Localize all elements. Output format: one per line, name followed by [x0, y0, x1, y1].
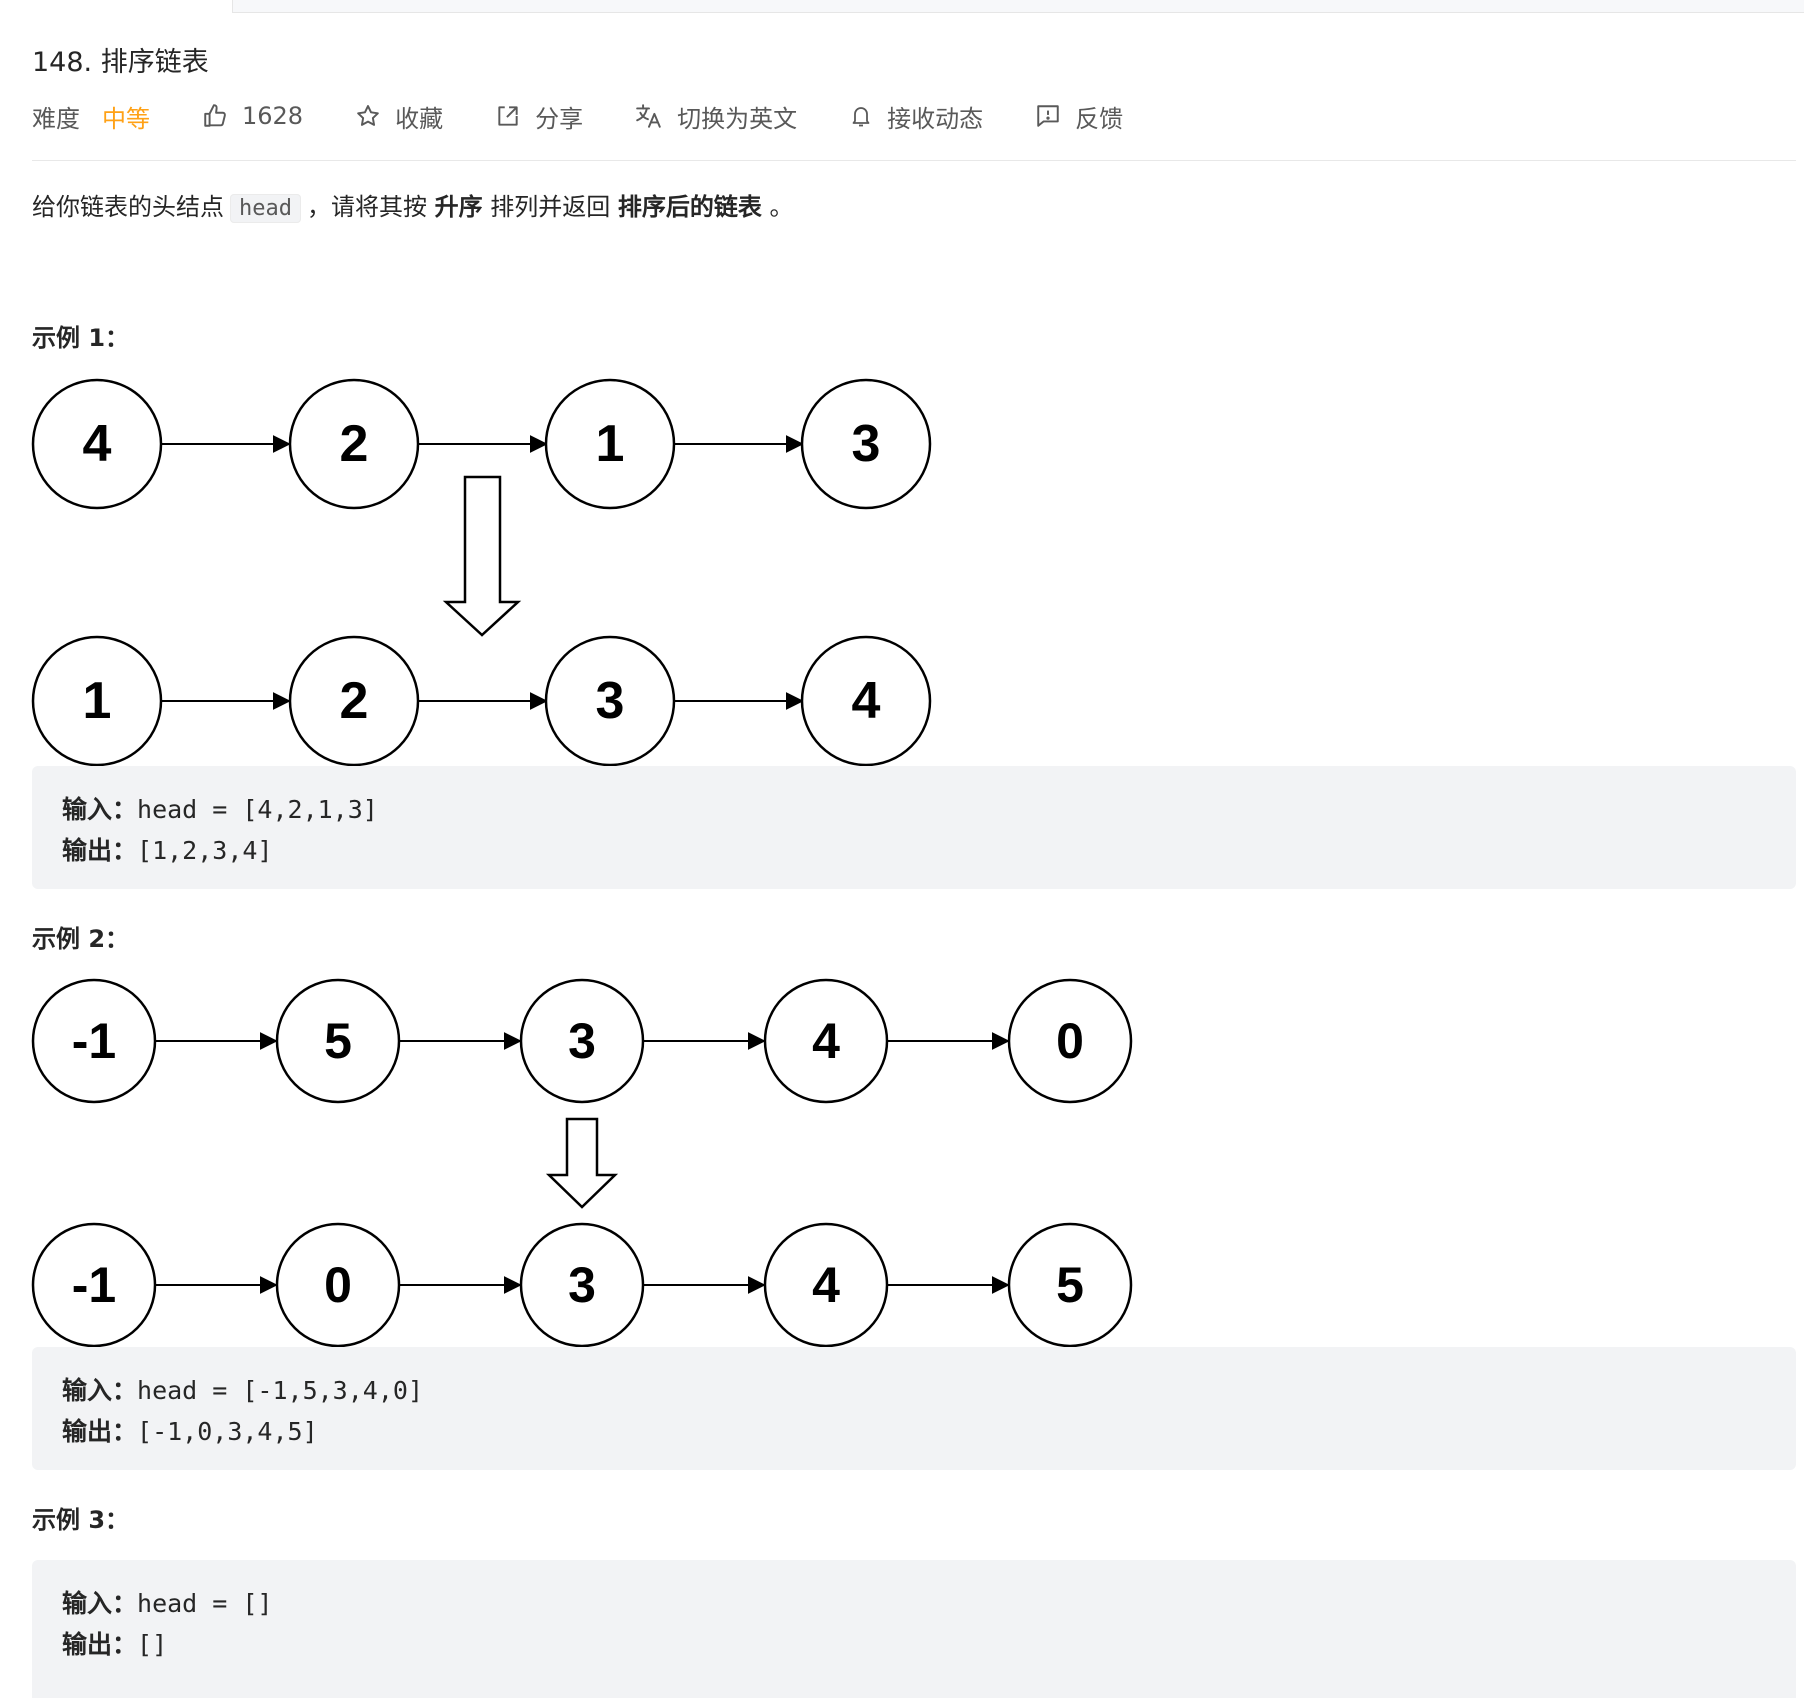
list-node: 1 [544, 378, 676, 510]
inline-code-head: head [230, 194, 301, 223]
example-3-output: 输出：[] [62, 1625, 167, 1661]
translate-icon [636, 104, 661, 128]
input-label: 输入： [62, 795, 138, 824]
subscribe-label: 接收动态 [887, 104, 984, 133]
node-value: -1 [72, 1013, 116, 1069]
favorite-button[interactable]: 收藏 [355, 99, 443, 134]
example-2-output: 输出：[-1,0,3,4,5] [62, 1412, 318, 1448]
list-node: 3 [519, 978, 645, 1104]
difficulty-value: 中等 [102, 104, 150, 133]
feedback-button[interactable]: 反馈 [1035, 99, 1123, 134]
example-3-heading: 示例 3： [32, 1506, 130, 1534]
list-node: 1 [31, 635, 163, 767]
feedback-label: 反馈 [1075, 104, 1124, 133]
node-value: 2 [340, 415, 369, 473]
example-2-heading: 示例 2： [32, 925, 130, 953]
description-bold-1: 升序 [434, 193, 483, 221]
star-icon [357, 105, 379, 126]
node-value: 5 [324, 1013, 352, 1069]
example-2-input: 输入：head = [-1,5,3,4,0] [62, 1371, 423, 1407]
list-node: -1 [31, 978, 157, 1104]
node-value: 1 [596, 415, 625, 473]
example-1-input: 输入：head = [4,2,1,3] [62, 790, 378, 826]
subscribe-button[interactable]: 接收动态 [849, 99, 983, 134]
favorite-label: 收藏 [395, 104, 444, 133]
header-divider [32, 160, 1796, 161]
node-value: 5 [1056, 1257, 1084, 1313]
share-icon [498, 106, 518, 126]
description-text-1: 给你链表的头结点 [32, 193, 224, 221]
switch-language-label: 切换为英文 [677, 104, 798, 133]
share-label: 分享 [535, 104, 584, 133]
node-value: 3 [568, 1013, 596, 1069]
output-label: 输出： [62, 1630, 138, 1659]
example-1-code-block: 输入：head = [4,2,1,3] 输出：[1,2,3,4] [32, 766, 1796, 889]
output-value: [] [137, 1630, 168, 1659]
node-value: 0 [1056, 1013, 1084, 1069]
example-2-code-block: 输入：head = [-1,5,3,4,0] 输出：[-1,0,3,4,5] [32, 1347, 1796, 1470]
node-value: 2 [340, 672, 369, 730]
list-node: 3 [800, 378, 932, 510]
feedback-icon [1037, 105, 1059, 127]
example-3-code-block: 输入：head = [] 输出：[] [32, 1560, 1796, 1698]
top-tab-strip [232, 0, 1804, 13]
example-1-output: 输出：[1,2,3,4] [62, 831, 272, 867]
like-count: 1628 [242, 102, 304, 130]
list-node: 4 [800, 635, 932, 767]
node-value: 3 [852, 415, 881, 473]
list-node: 2 [288, 635, 420, 767]
bell-icon [852, 107, 870, 127]
input-value: head = [] [137, 1589, 273, 1618]
thumbs-up-icon [204, 104, 226, 127]
input-label: 输入： [62, 1589, 138, 1618]
input-value: head = [-1,5,3,4,0] [137, 1376, 423, 1405]
node-value: 4 [83, 415, 112, 473]
input-value: head = [4,2,1,3] [137, 795, 378, 824]
description-text-2: ，请将其按 [306, 193, 427, 221]
problem-meta-bar: 难度 中等 1628 收藏 分享 切换为英文 [32, 96, 1123, 136]
node-value: 4 [852, 672, 881, 730]
problem-title: 148. 排序链表 [32, 47, 209, 78]
difficulty: 难度 中等 [32, 99, 150, 134]
list-node: 4 [31, 378, 163, 510]
node-value: 1 [83, 672, 112, 730]
transform-down-arrow [545, 1117, 619, 1209]
like-button[interactable]: 1628 [202, 102, 303, 130]
list-node: 3 [544, 635, 676, 767]
description-bold-2: 排序后的链表 [617, 193, 762, 221]
example-2-diagram: -1 5 3 4 0 -1 0 3 4 5 [31, 978, 1133, 1348]
description-text-4: 。 [769, 193, 794, 221]
node-value: 3 [596, 672, 625, 730]
node-value: 0 [324, 1257, 352, 1313]
list-node: 5 [275, 978, 401, 1104]
example-1-heading: 示例 1： [32, 324, 130, 352]
output-value: [1,2,3,4] [137, 836, 273, 865]
share-button[interactable]: 分享 [495, 99, 583, 134]
node-value: 4 [812, 1013, 840, 1069]
node-value: 3 [568, 1257, 596, 1313]
description-text-3: 排列并返回 [490, 193, 611, 221]
node-value: -1 [72, 1257, 116, 1313]
list-node: 4 [763, 978, 889, 1104]
output-label: 输出： [62, 1417, 138, 1446]
input-label: 输入： [62, 1376, 138, 1405]
difficulty-label: 难度 [32, 104, 80, 133]
list-node: 5 [1007, 1222, 1133, 1348]
node-value: 4 [812, 1257, 840, 1313]
list-node: 4 [763, 1222, 889, 1348]
output-value: [-1,0,3,4,5] [137, 1417, 318, 1446]
example-3-input: 输入：head = [] [62, 1584, 272, 1620]
example-1-diagram: 4 2 1 3 1 2 3 4 [31, 378, 932, 767]
list-node: -1 [31, 1222, 157, 1348]
switch-language-button[interactable]: 切换为英文 [635, 99, 797, 134]
list-node: 3 [519, 1222, 645, 1348]
list-node: 0 [275, 1222, 401, 1348]
list-node: 2 [288, 378, 420, 510]
list-node: 0 [1007, 978, 1133, 1104]
output-label: 输出： [62, 836, 138, 865]
transform-down-arrow [442, 475, 522, 637]
